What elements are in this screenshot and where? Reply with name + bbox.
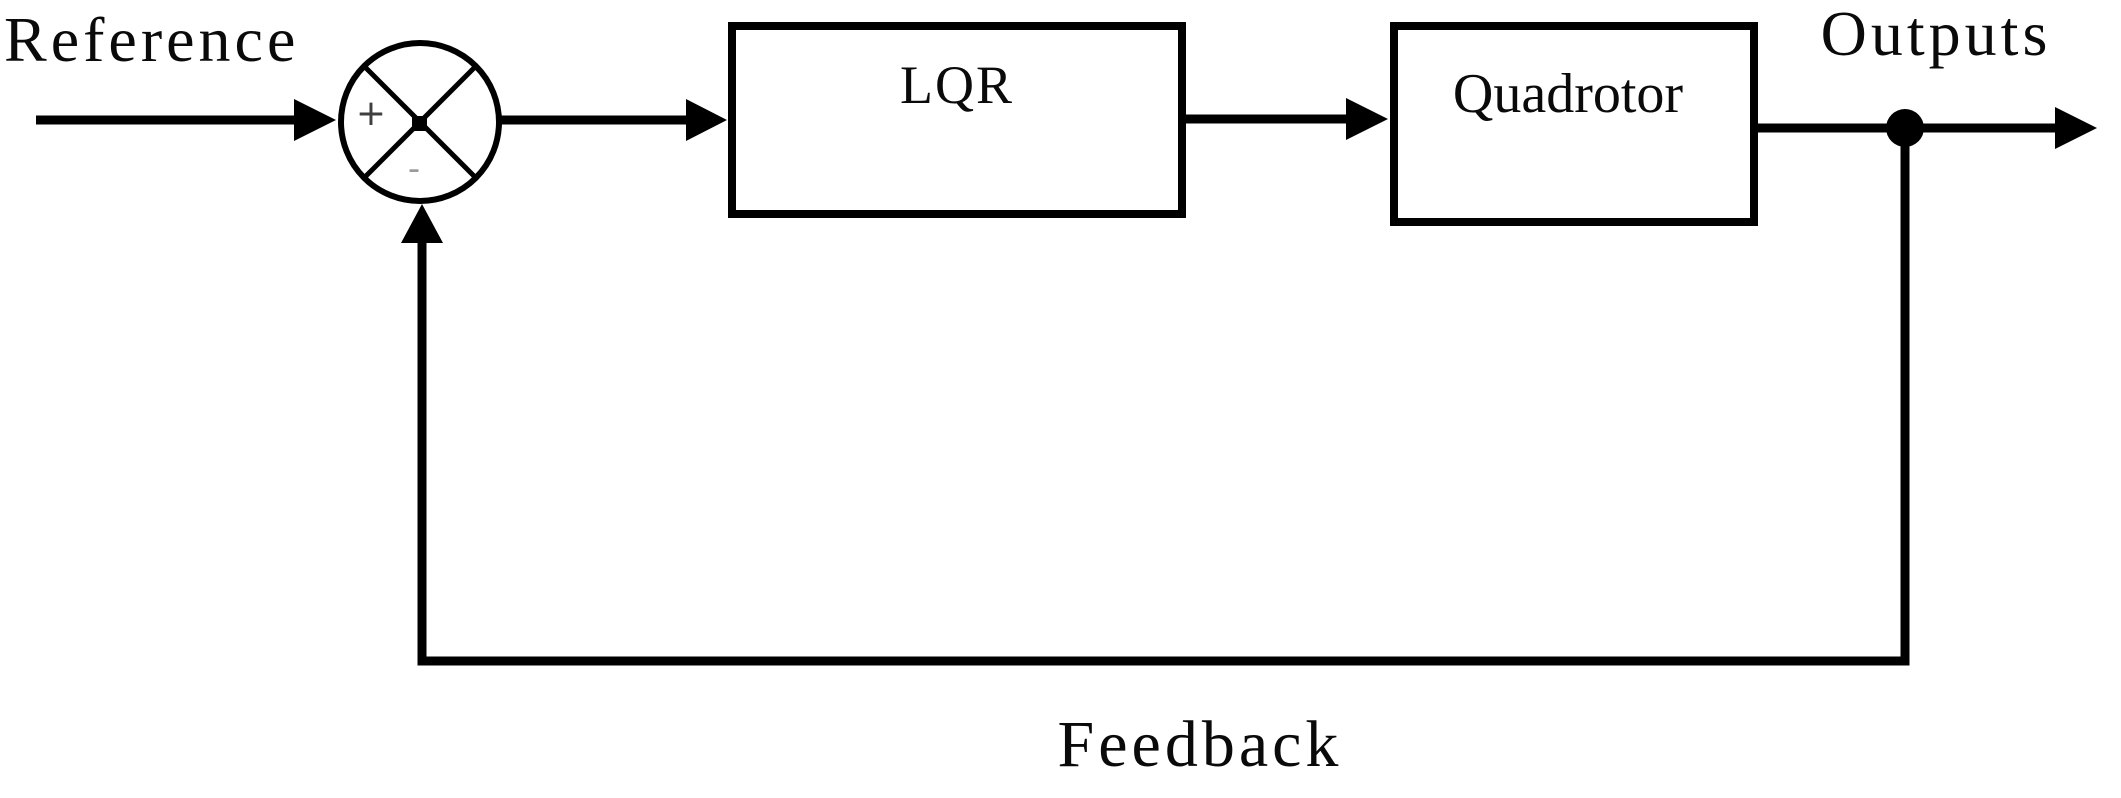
feedback-path	[417, 128, 1910, 666]
reference-arrowhead-icon	[294, 99, 336, 141]
quadrotor-block-label: Quadrotor	[1452, 63, 1684, 125]
control-arrowhead-icon	[1346, 98, 1388, 140]
outputs-label: Outputs	[1820, 0, 2052, 69]
quadrotor-block	[1390, 22, 1758, 226]
summing-junction-plus-sign: +	[355, 93, 387, 134]
reference-label: Reference	[4, 4, 300, 75]
lqr-block-label: LQR	[900, 55, 1014, 115]
summing-junction-minus-sign: -	[407, 149, 421, 189]
error-arrowhead-icon	[686, 99, 727, 141]
lqr-block	[728, 22, 1186, 218]
feedback-label: Feedback	[1057, 708, 1343, 781]
feedback-arrowhead-icon	[401, 204, 443, 243]
output-arrowhead-icon	[2055, 107, 2097, 149]
summing-junction-center-dot	[412, 116, 427, 131]
